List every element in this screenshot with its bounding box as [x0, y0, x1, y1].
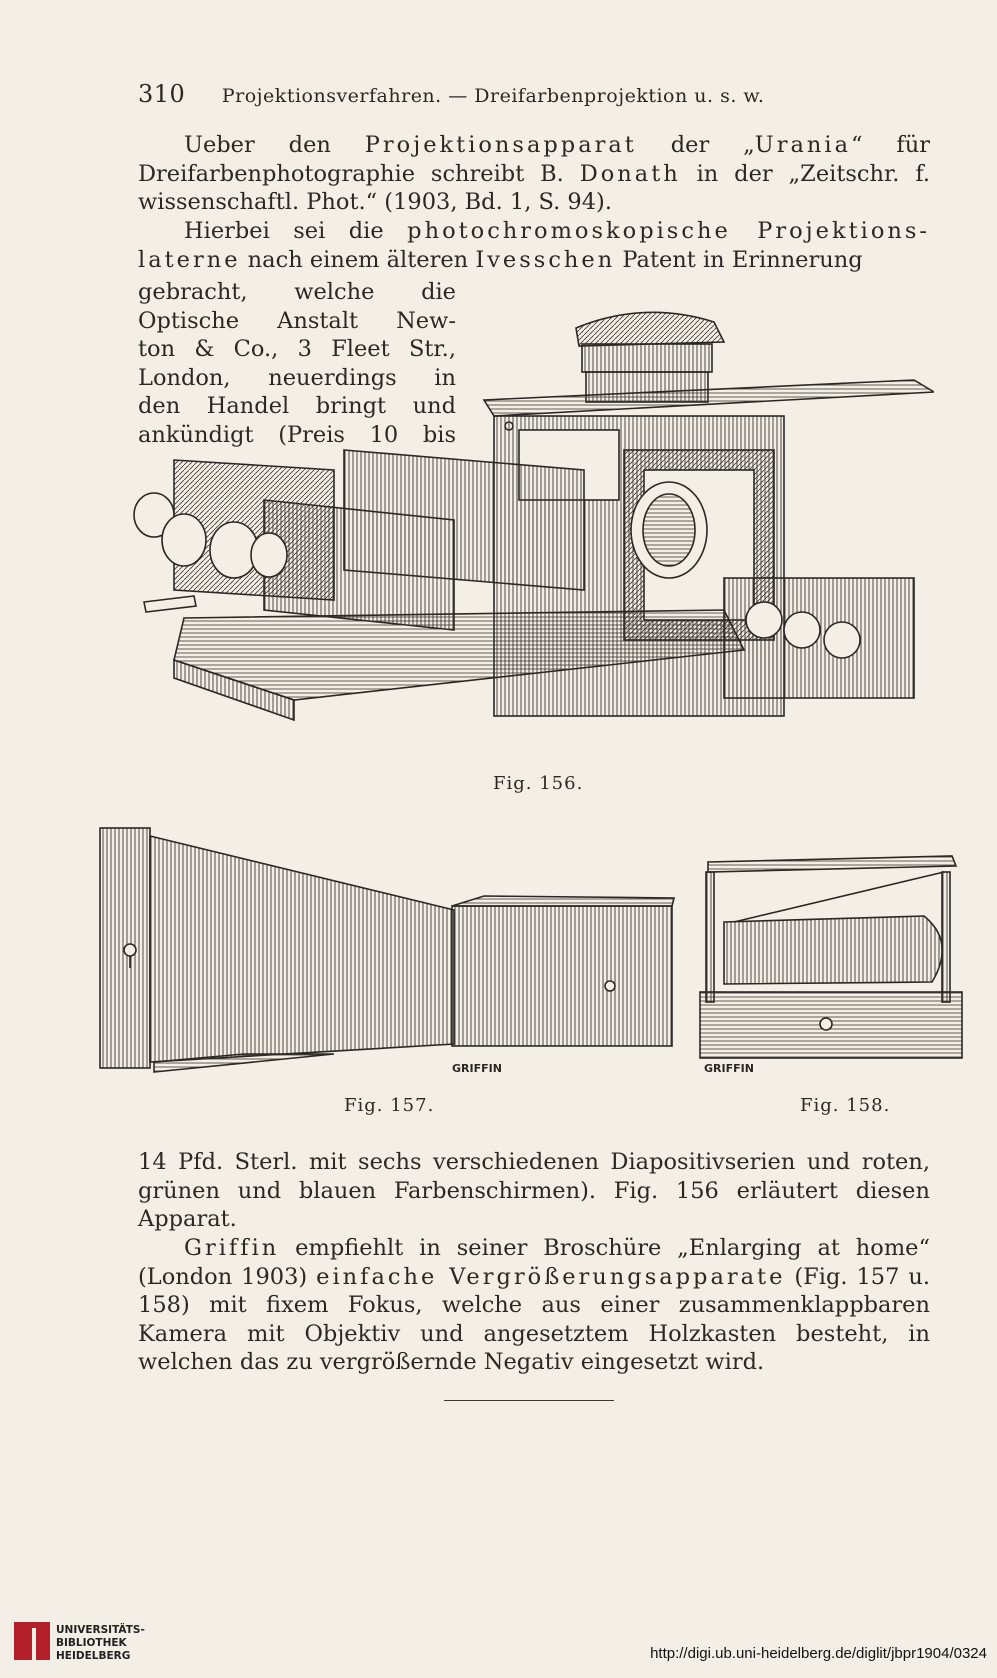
- page-number: 310: [138, 80, 186, 108]
- logo-text: UNIVERSITÄTS- BIBLIOTHEK HEIDELBERG: [56, 1624, 145, 1663]
- figure-156-caption: Fig. 156.: [493, 773, 584, 794]
- paragraph-laterne: Hierbei sei die photochromoskopische Pro…: [138, 217, 930, 274]
- wrap-line: ankündigt (Preis 10 bis: [138, 421, 456, 448]
- wrap-line: London, neuerdings in: [138, 364, 456, 391]
- figure-158-enlarging-box: GRIFFIN: [699, 855, 963, 1074]
- figure-158-caption: Fig. 158.: [800, 1095, 891, 1116]
- p1-text-2: der „: [636, 132, 755, 158]
- running-title: Projektionsverfahren. — Dreifarbenprojek…: [221, 85, 765, 107]
- figure-157-label: GRIFFIN: [452, 1062, 502, 1075]
- p4-spaced-vergroesserungsapparate: einfache Vergrößerungsapparate: [316, 1263, 786, 1290]
- figure-157-enlarging-camera: GRIFFIN: [99, 827, 676, 1075]
- figure-157-caption: Fig. 157.: [344, 1095, 435, 1116]
- paragraph-urania: Ueber den Projektionsapparat der „Urania…: [138, 131, 930, 217]
- running-head: 310 Projektionsverfahren. — Dreifarbenpr…: [138, 80, 838, 108]
- p2-text-2: nach einem älteren: [240, 246, 476, 273]
- p1-text-4: in der „Zeitschr. f. wissenschaftl. Phot…: [138, 160, 931, 216]
- p2-text-3: Patent in Erinnerung: [615, 246, 863, 273]
- p1-text-3: “ für Dreifarbenphotographie schreibt B.: [138, 132, 931, 187]
- p1-text-1: Ueber den: [184, 132, 365, 158]
- wrap-line: Optische Anstalt New-: [138, 307, 456, 334]
- p4-spaced-griffin: Griffin: [184, 1235, 280, 1261]
- wrap-line: gebracht, welche die: [138, 279, 456, 305]
- digital-library-link[interactable]: http://digi.ub.uni-heidelberg.de/diglit/…: [650, 1645, 987, 1662]
- p1-spaced-projektionsapparat: Projektionsapparat: [364, 132, 637, 158]
- end-rule: [444, 1400, 614, 1401]
- logo-mark-icon: [14, 1622, 50, 1660]
- p2-spaced-ivesschen: Ivesschen: [475, 246, 616, 273]
- p4-text-2: (Fig. 157 u. 158) mit fixem Fokus, welch…: [138, 1263, 930, 1376]
- p4-text-1: empfiehlt in seiner Broschüre „Enlarging…: [138, 1235, 930, 1290]
- wrap-line: ton & Co., 3 Fleet Str.,: [138, 336, 456, 362]
- paragraph-price: 14 Pfd. Sterl. mit sechs verschiedenen D…: [138, 1149, 930, 1232]
- wrapped-text-beside-figure: gebracht, welche die Optische Anstalt Ne…: [138, 278, 456, 449]
- p2-text-1: Hierbei sei die: [184, 218, 408, 244]
- p2-spaced-laterne: photochromoskopische Projektions-laterne: [138, 218, 931, 273]
- logo-line: BIBLIOTHEK: [56, 1637, 127, 1649]
- logo-line: HEIDELBERG: [56, 1650, 131, 1662]
- logo-line: UNIVERSITÄTS-: [56, 1624, 145, 1636]
- figure-158-label: GRIFFIN: [704, 1062, 754, 1074]
- wrap-line: den Handel bringt und: [138, 393, 456, 419]
- paragraph-griffin: Griffin empfiehlt in seiner Broschüre „E…: [138, 1234, 930, 1377]
- figure-156-projection-lantern: [133, 311, 934, 722]
- library-logo: [14, 1622, 50, 1660]
- p1-spaced-donath: Donath: [579, 160, 681, 187]
- p1-spaced-urania: Urania: [754, 132, 852, 158]
